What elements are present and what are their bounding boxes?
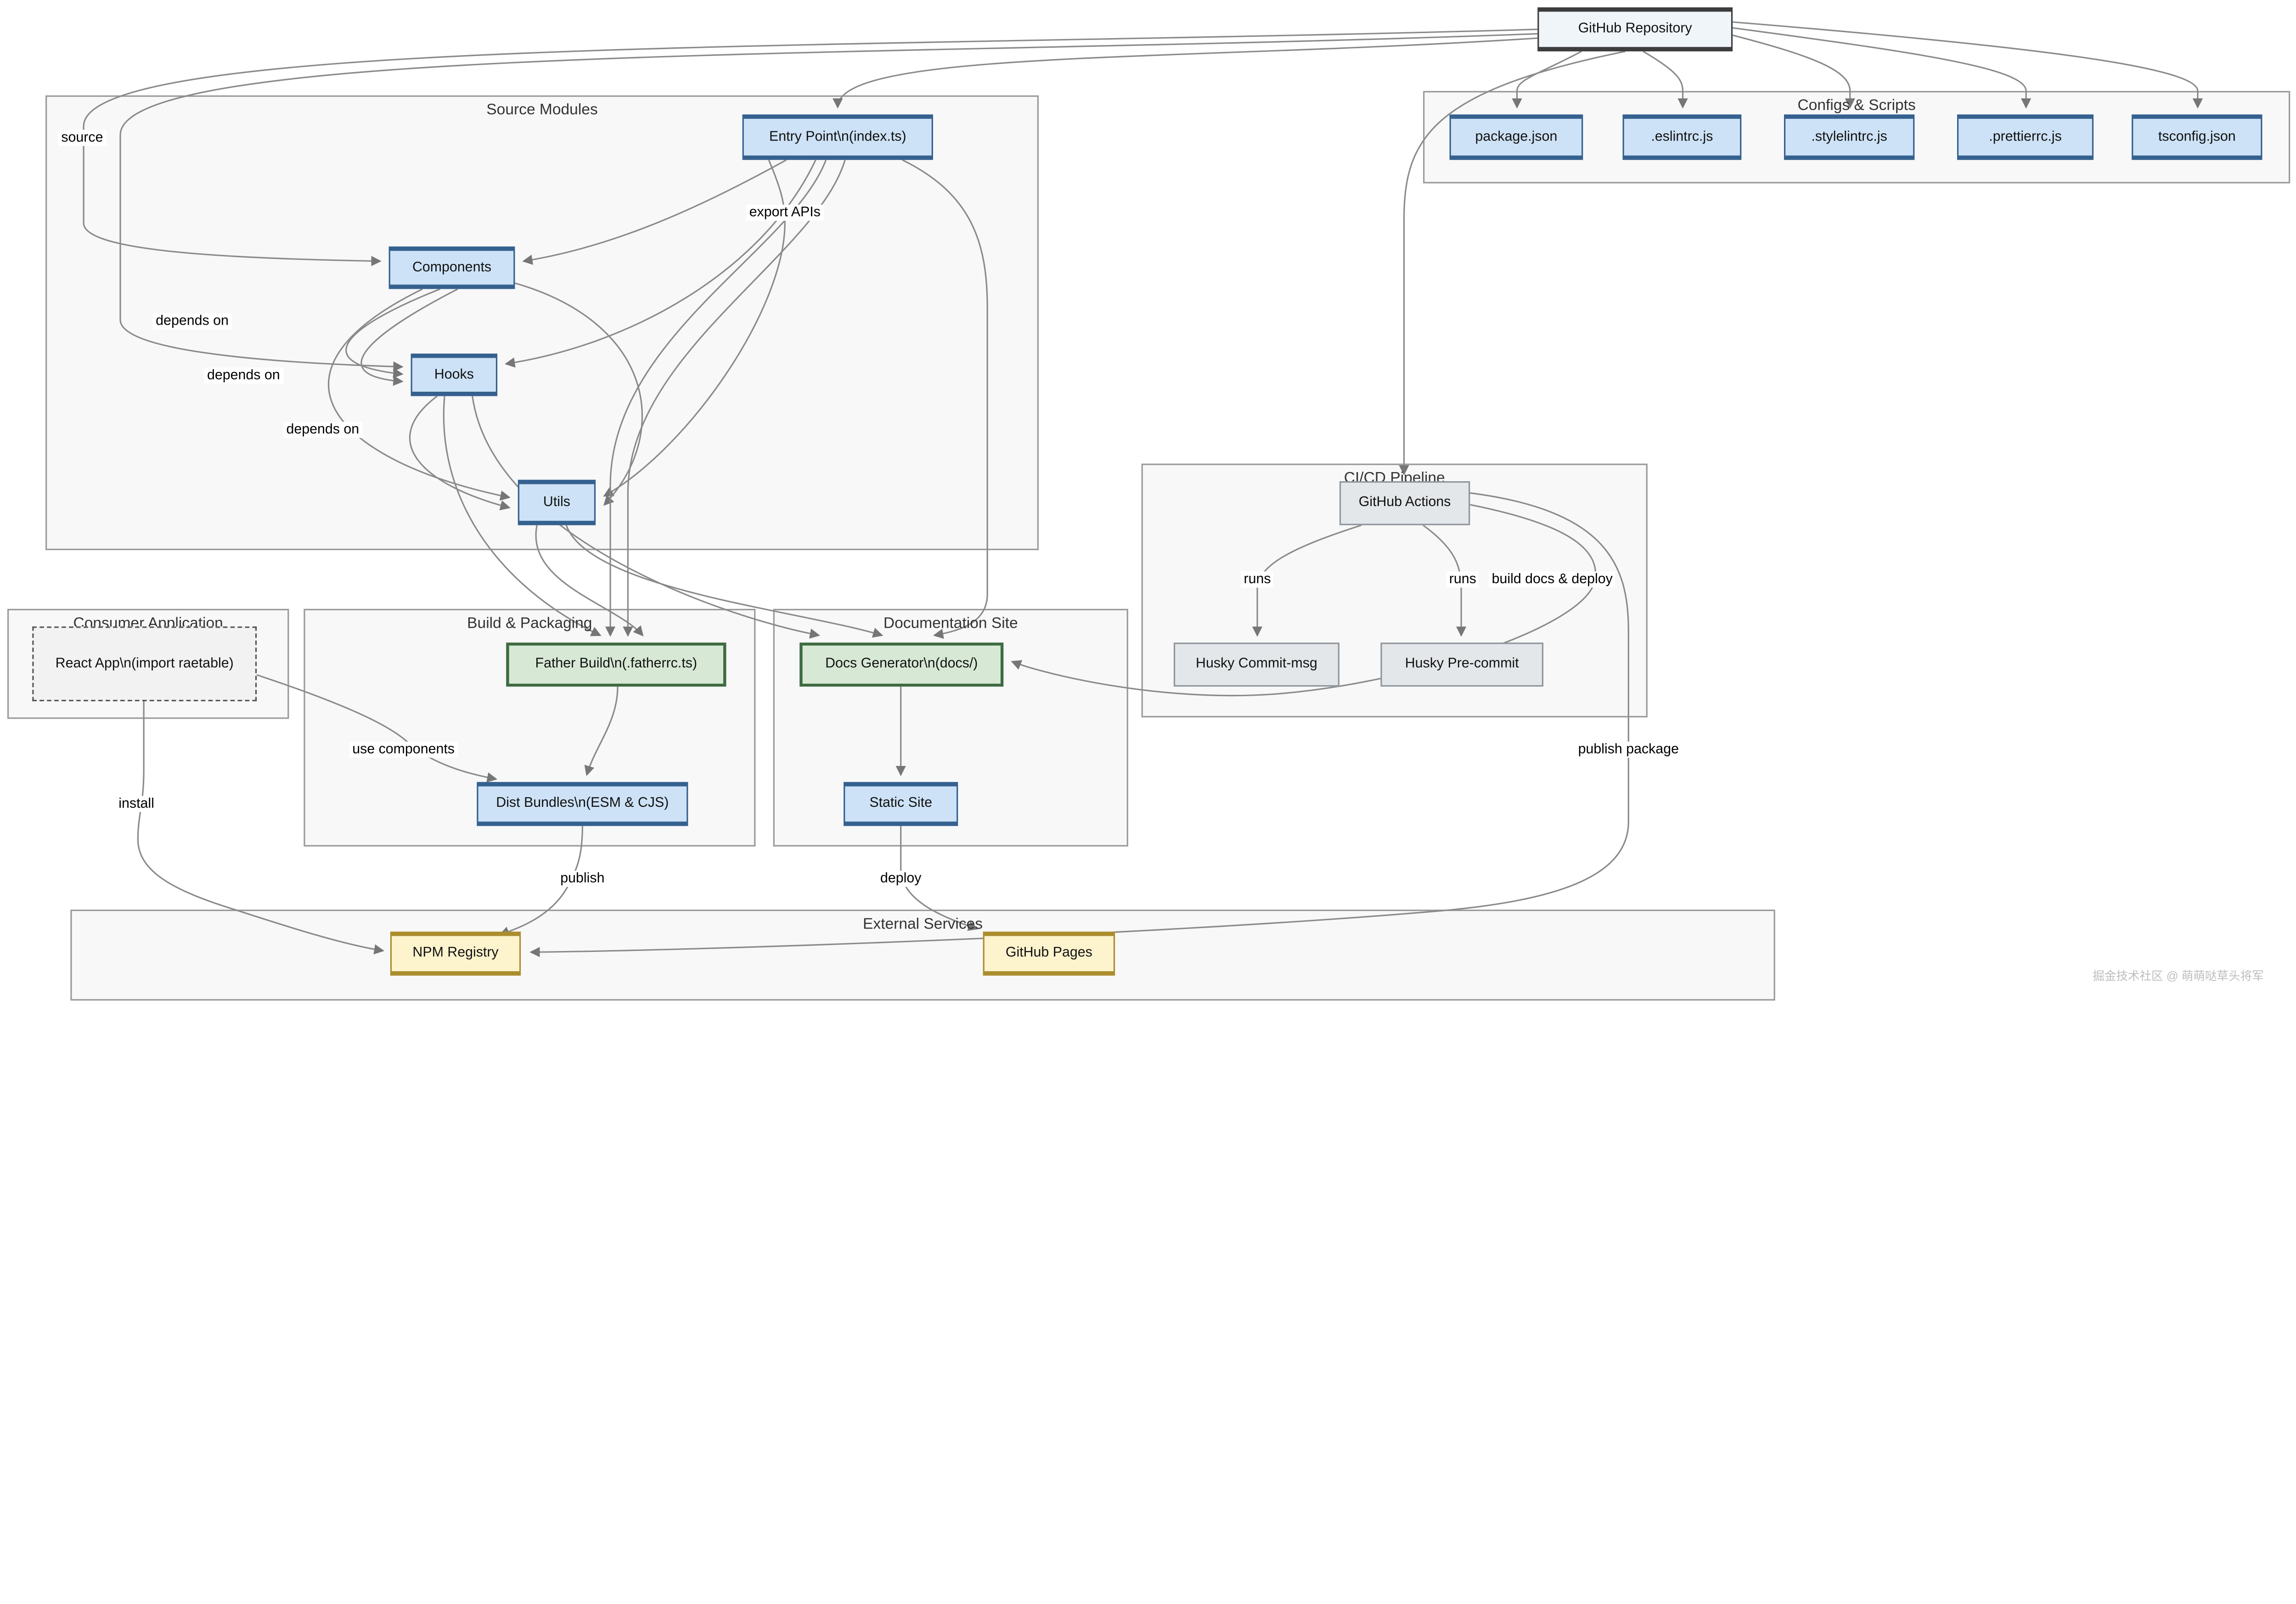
- edge-components-to-hooks: [360, 288, 458, 386]
- edge-label-depends-on-1: depends on: [152, 313, 232, 330]
- edge-label-depends-on-3: depends on: [283, 422, 362, 438]
- edge-github-repository-to-stylelintrc: [1732, 34, 1855, 109]
- node-tsconfig-json: tsconfig.json: [2132, 114, 2262, 160]
- edge-react-app-to-dist-bundles: [256, 674, 498, 782]
- edge-react-app-to-npm-registry: [137, 701, 385, 955]
- edge-github-repository-to-entry-point: [833, 37, 1538, 109]
- edge-entry-point-to-docs-generator: [902, 159, 988, 639]
- node-utils: Utils: [518, 479, 596, 525]
- edge-entry-point-to-father-build: [605, 159, 827, 637]
- edge-hooks-to-docs-generator: [472, 396, 821, 639]
- edge-hooks-to-utils: [409, 395, 511, 511]
- edge-github-repository-to-prettierrc: [1732, 27, 2032, 109]
- edge-entry-point-to-hooks: [504, 159, 816, 368]
- node-react-app: React App\n(import raetable): [32, 626, 257, 702]
- node-hooks: Hooks: [411, 353, 498, 396]
- edge-utils-to-father-build: [535, 525, 644, 636]
- edge-father-build-to-dist-bundles: [584, 687, 619, 777]
- edge-github-repository-to-hooks: [119, 33, 1538, 372]
- juejin-watermark: 掘金技术社区 @ 萌萌哒草头将军: [2093, 969, 2264, 983]
- node-husky-commit-msg: Husky Commit-msg: [1173, 642, 1339, 687]
- edge-label-runs-2: runs: [1446, 571, 1480, 588]
- edge-utils-to-docs-generator: [565, 525, 884, 638]
- edge-components-to-hooks: [345, 288, 441, 378]
- edge-label-runs-1: runs: [1241, 571, 1274, 588]
- edge-label-publish-package: publish package: [1575, 742, 1682, 758]
- edge-entry-point-to-utils: [603, 159, 786, 497]
- node-prettierrc: .prettierrc.js: [1957, 114, 2094, 160]
- edge-label-build-docs-deploy: build docs & deploy: [1489, 571, 1616, 588]
- edge-label-deploy: deploy: [877, 871, 924, 887]
- node-husky-pre-commit: Husky Pre-commit: [1380, 642, 1544, 687]
- node-github-repository: GitHub Repository: [1537, 7, 1733, 51]
- edges-layer: [83, 21, 2203, 957]
- edge-github-repository-to-components: [83, 28, 1538, 266]
- node-entry-point: Entry Point\n(index.ts): [742, 114, 933, 160]
- edge-label-depends-on-2: depends on: [204, 367, 283, 384]
- node-docs-generator: Docs Generator\n(docs/): [799, 642, 1004, 687]
- edge-label-install: install: [115, 796, 158, 812]
- edge-entry-point-to-father-build: [623, 159, 846, 637]
- edge-label-use-components: use components: [349, 742, 458, 758]
- edge-github-repository-to-package-json: [1512, 51, 1582, 109]
- node-github-actions: GitHub Actions: [1339, 481, 1470, 525]
- node-package-json: package.json: [1449, 114, 1583, 160]
- node-stylelintrc: .stylelintrc.js: [1784, 114, 1915, 160]
- node-static-site: Static Site: [844, 782, 958, 826]
- node-npm-registry: NPM Registry: [390, 931, 521, 976]
- node-dist-bundles: Dist Bundles\n(ESM & CJS): [477, 782, 688, 826]
- container-external-services: [70, 909, 1775, 1001]
- edge-label-export-apis: export APIs: [746, 204, 824, 221]
- edge-github-repository-to-tsconfig-json: [1733, 21, 2203, 109]
- edge-github-repository-to-github-actions: [1399, 51, 1626, 476]
- node-components: Components: [388, 246, 515, 289]
- edge-github-repository-to-eslintrc: [1643, 51, 1688, 109]
- edge-github-actions-to-npm-registry: [529, 492, 1629, 957]
- edge-components-to-utils: [328, 288, 511, 501]
- edge-label-source: source: [58, 129, 106, 146]
- node-eslintrc: .eslintrc.js: [1622, 114, 1742, 160]
- edge-hooks-to-father-build: [443, 396, 602, 636]
- node-github-pages: GitHub Pages: [983, 931, 1115, 976]
- edge-components-to-utils: [514, 282, 643, 506]
- edge-label-publish: publish: [557, 871, 608, 887]
- edge-entry-point-to-components: [522, 159, 787, 265]
- node-father-build: Father Build\n(.fatherrc.ts): [506, 642, 726, 687]
- edge-dist-bundles-to-npm-registry: [499, 826, 583, 937]
